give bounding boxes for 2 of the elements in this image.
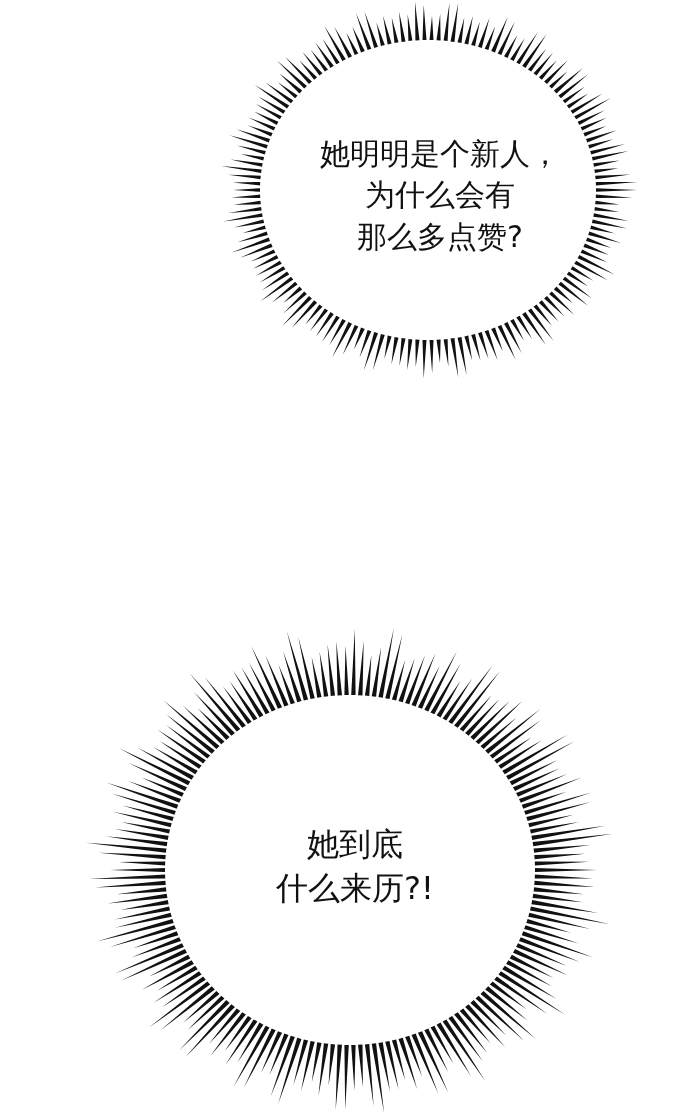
speech-text: 她明明是个新人，为什么会有那么多点赞?	[319, 135, 561, 256]
speech-text: 她到底什么来历?!	[275, 824, 435, 910]
